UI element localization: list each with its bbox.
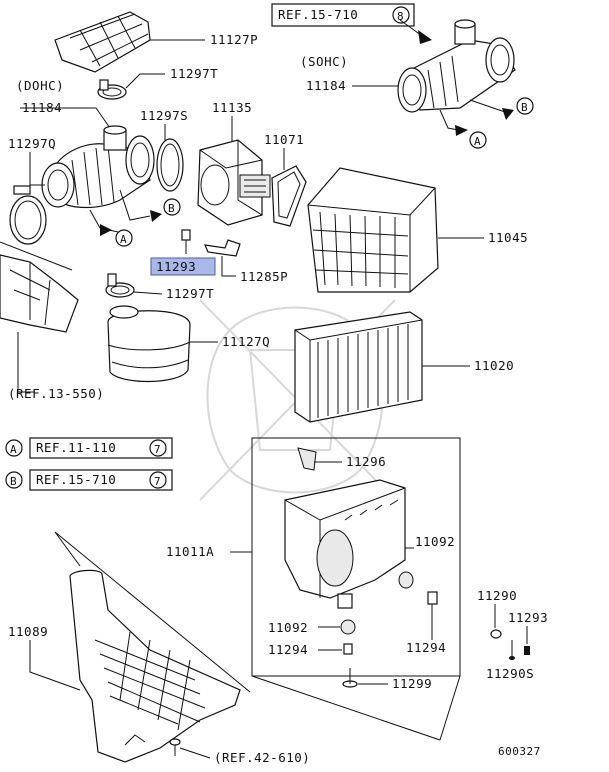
marker-b-ref [5,471,23,489]
bolt-under-cover [169,738,181,756]
label-11297q: 11297Q [8,136,56,151]
svg-text:B: B [521,101,528,114]
svg-text:A: A [120,233,127,246]
resonator-11127q [107,305,191,383]
label-11293-highlight: 11293 [156,259,196,274]
svg-text:B: B [168,202,175,215]
ref-13-550[interactable]: (REF.13-550) [8,386,104,401]
label-11045: 11045 [488,230,528,245]
clip-11296 [297,447,317,471]
svg-text:A: A [10,443,17,456]
label-11297s: 11297S [140,108,188,123]
highlight-11293[interactable] [150,257,216,276]
air-cleaner-cover-11045 [307,167,439,293]
label-11092-left: 11092 [268,620,308,635]
arrow-a-left [100,224,112,236]
label-11184-right: 11184 [306,78,346,93]
air-pipe-11127p [54,11,205,73]
svg-text:B: B [10,475,17,488]
engine-block-partial [0,241,79,333]
label-11127q: 11127Q [222,334,270,349]
label-11297t-top: 11297T [170,66,218,81]
arrow-a-right [455,125,468,136]
label-11290s: 11290S [486,666,534,681]
label-11127p: 11127P [210,32,258,47]
arrow-top-right [418,30,432,44]
air-cleaner-case [284,479,406,609]
label-11297t-bottom: 11297T [166,286,214,301]
ref-a-text: REF.11-110 [36,440,116,455]
arrow-b-right [502,108,514,120]
intake-hose-left [41,125,155,209]
label-11290: 11290 [477,588,517,603]
svg-text:7: 7 [154,443,161,456]
bolt-11293-small [181,229,191,254]
svg-text:A: A [474,135,481,148]
marker-a-left [115,229,133,247]
label-11092-right: 11092 [415,534,455,549]
gasket-11071 [271,165,307,227]
ref-b-text: REF.15-710 [36,472,116,487]
clamp-11297t-bottom [105,273,135,298]
collar-11294-right [427,591,438,605]
airflow-sensor-11135 [197,139,271,226]
label-11184-left: 11184 [22,100,62,115]
clamp-11297q [9,185,47,245]
washer-11290 [490,629,502,639]
label-11011a: 11011A [166,544,214,559]
ref-top-box[interactable] [271,3,415,27]
label-11296: 11296 [346,454,386,469]
intake-hose-right [397,19,516,113]
filter-element-11020 [294,311,423,423]
svg-text:7: 7 [154,475,161,488]
grommet-11092-left [340,619,356,635]
collar-11294-left [343,643,353,655]
sohc-label: (SOHC) [300,54,348,69]
under-cover-11089 [69,569,241,763]
label-11135: 11135 [212,100,252,115]
label-11294-right: 11294 [406,640,446,655]
grommet-11092-right [398,571,414,589]
diagram-id: 600327 [498,745,541,758]
ref-top-text: REF.15-710 [278,7,358,22]
label-11071: 11071 [264,132,304,147]
ref-a-box[interactable] [29,437,173,459]
dohc-label: (DOHC) [16,78,64,93]
ref-42-610[interactable]: (REF.42-610) [214,750,310,765]
marker-b-left [163,198,181,216]
nut-11293-right [524,646,530,655]
arrow-b-left [150,210,162,222]
ref-top-page [392,6,410,24]
label-11285p: 11285P [240,269,288,284]
clamp-11297s [156,138,184,192]
label-11020: 11020 [474,358,514,373]
bolt-11290s [509,640,515,660]
ref-a-page [149,439,167,457]
ref-b-page [149,471,167,489]
ref-b-box[interactable] [29,469,173,491]
label-11293-right: 11293 [508,610,548,625]
marker-a-right [469,131,487,149]
clamp-11297t-top [97,73,165,100]
bracket-11285p [204,239,241,257]
svg-text:8: 8 [397,10,404,23]
marker-a-ref [5,439,23,457]
bolt-11299 [342,668,358,688]
marker-b-right [516,97,534,115]
label-11089: 11089 [8,624,48,639]
case-group-box [251,437,461,677]
label-11294-left: 11294 [268,642,308,657]
label-11299: 11299 [392,676,432,691]
